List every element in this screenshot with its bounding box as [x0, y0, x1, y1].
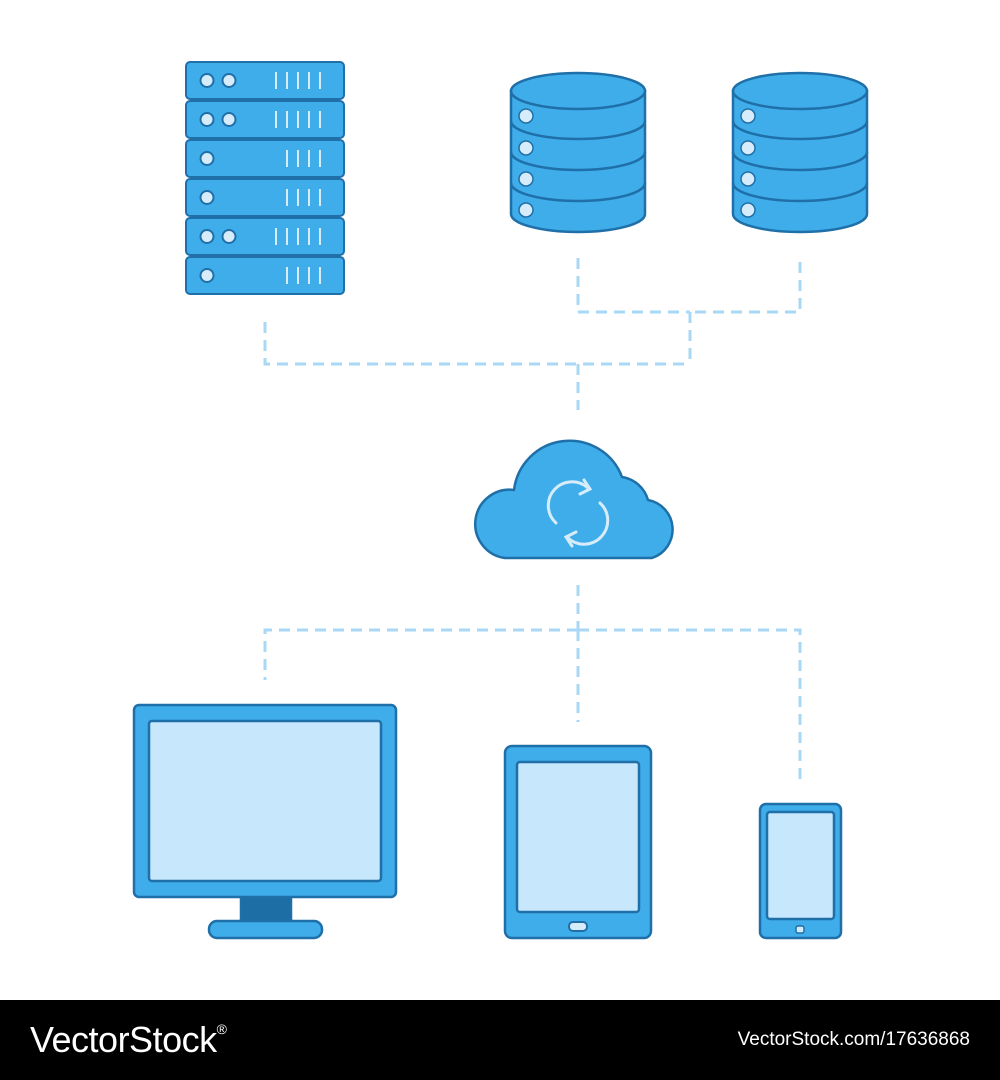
led-indicator: [199, 112, 215, 127]
database-divider: [509, 120, 647, 141]
watermark-footer: VectorStock® VectorStock.com/17636868: [0, 1000, 1000, 1080]
server-unit: [185, 256, 345, 295]
led-indicator: [221, 73, 237, 88]
phone-home-button: [795, 925, 805, 934]
database-divider: [731, 182, 869, 203]
edge-to-smartphone: [578, 628, 802, 780]
led-indicator: [221, 229, 237, 244]
led-indicator: [221, 112, 237, 127]
database-top: [731, 71, 869, 111]
database-divider: [509, 151, 647, 172]
monitor-stand-base: [207, 919, 324, 940]
sync-arrows-icon: [546, 478, 610, 548]
monitor-stand-neck: [239, 893, 293, 924]
monitor-screen: [147, 719, 383, 883]
tablet-screen: [515, 760, 641, 914]
led-indicator: [740, 140, 756, 156]
database-divider: [731, 120, 869, 141]
server-unit: [185, 178, 345, 217]
led-indicator: [740, 108, 756, 124]
led-indicator: [199, 190, 215, 205]
database-top: [509, 71, 647, 111]
led-indicator: [518, 202, 534, 218]
led-indicator: [199, 73, 215, 88]
smartphone-icon: [758, 802, 843, 940]
connector-lines: [263, 258, 802, 780]
led-indicator: [199, 229, 215, 244]
cloud-sync-icon: [474, 439, 674, 560]
database-body: [509, 89, 647, 234]
server-unit: [185, 139, 345, 178]
database-icon: [731, 71, 869, 234]
edge-database-1-branch: [576, 258, 690, 314]
stock-reference: VectorStock.com/17636868: [737, 1029, 970, 1050]
phone-screen: [765, 810, 836, 921]
server-rack-icon: [185, 61, 345, 295]
edge-database-2-branch: [690, 262, 802, 314]
led-indicator: [199, 151, 215, 166]
edge-to-monitor: [263, 628, 578, 680]
database-body: [731, 89, 869, 234]
monitor-icon: [132, 703, 398, 940]
edge-server-rack: [263, 322, 690, 366]
led-indicator: [518, 108, 534, 124]
database-divider: [509, 182, 647, 203]
tablet-home-button: [568, 921, 588, 932]
database-icon: [509, 71, 647, 234]
network-diagram: [132, 61, 869, 940]
led-indicator: [740, 202, 756, 218]
server-unit: [185, 217, 345, 256]
led-indicator: [518, 171, 534, 187]
led-indicator: [199, 268, 215, 283]
tablet-icon: [503, 744, 653, 940]
server-unit: [185, 61, 345, 100]
server-unit: [185, 100, 345, 139]
database-divider: [731, 151, 869, 172]
brand-logo: VectorStock®: [30, 1019, 227, 1060]
cloud-shape: [474, 439, 674, 560]
led-indicator: [518, 140, 534, 156]
led-indicator: [740, 171, 756, 187]
